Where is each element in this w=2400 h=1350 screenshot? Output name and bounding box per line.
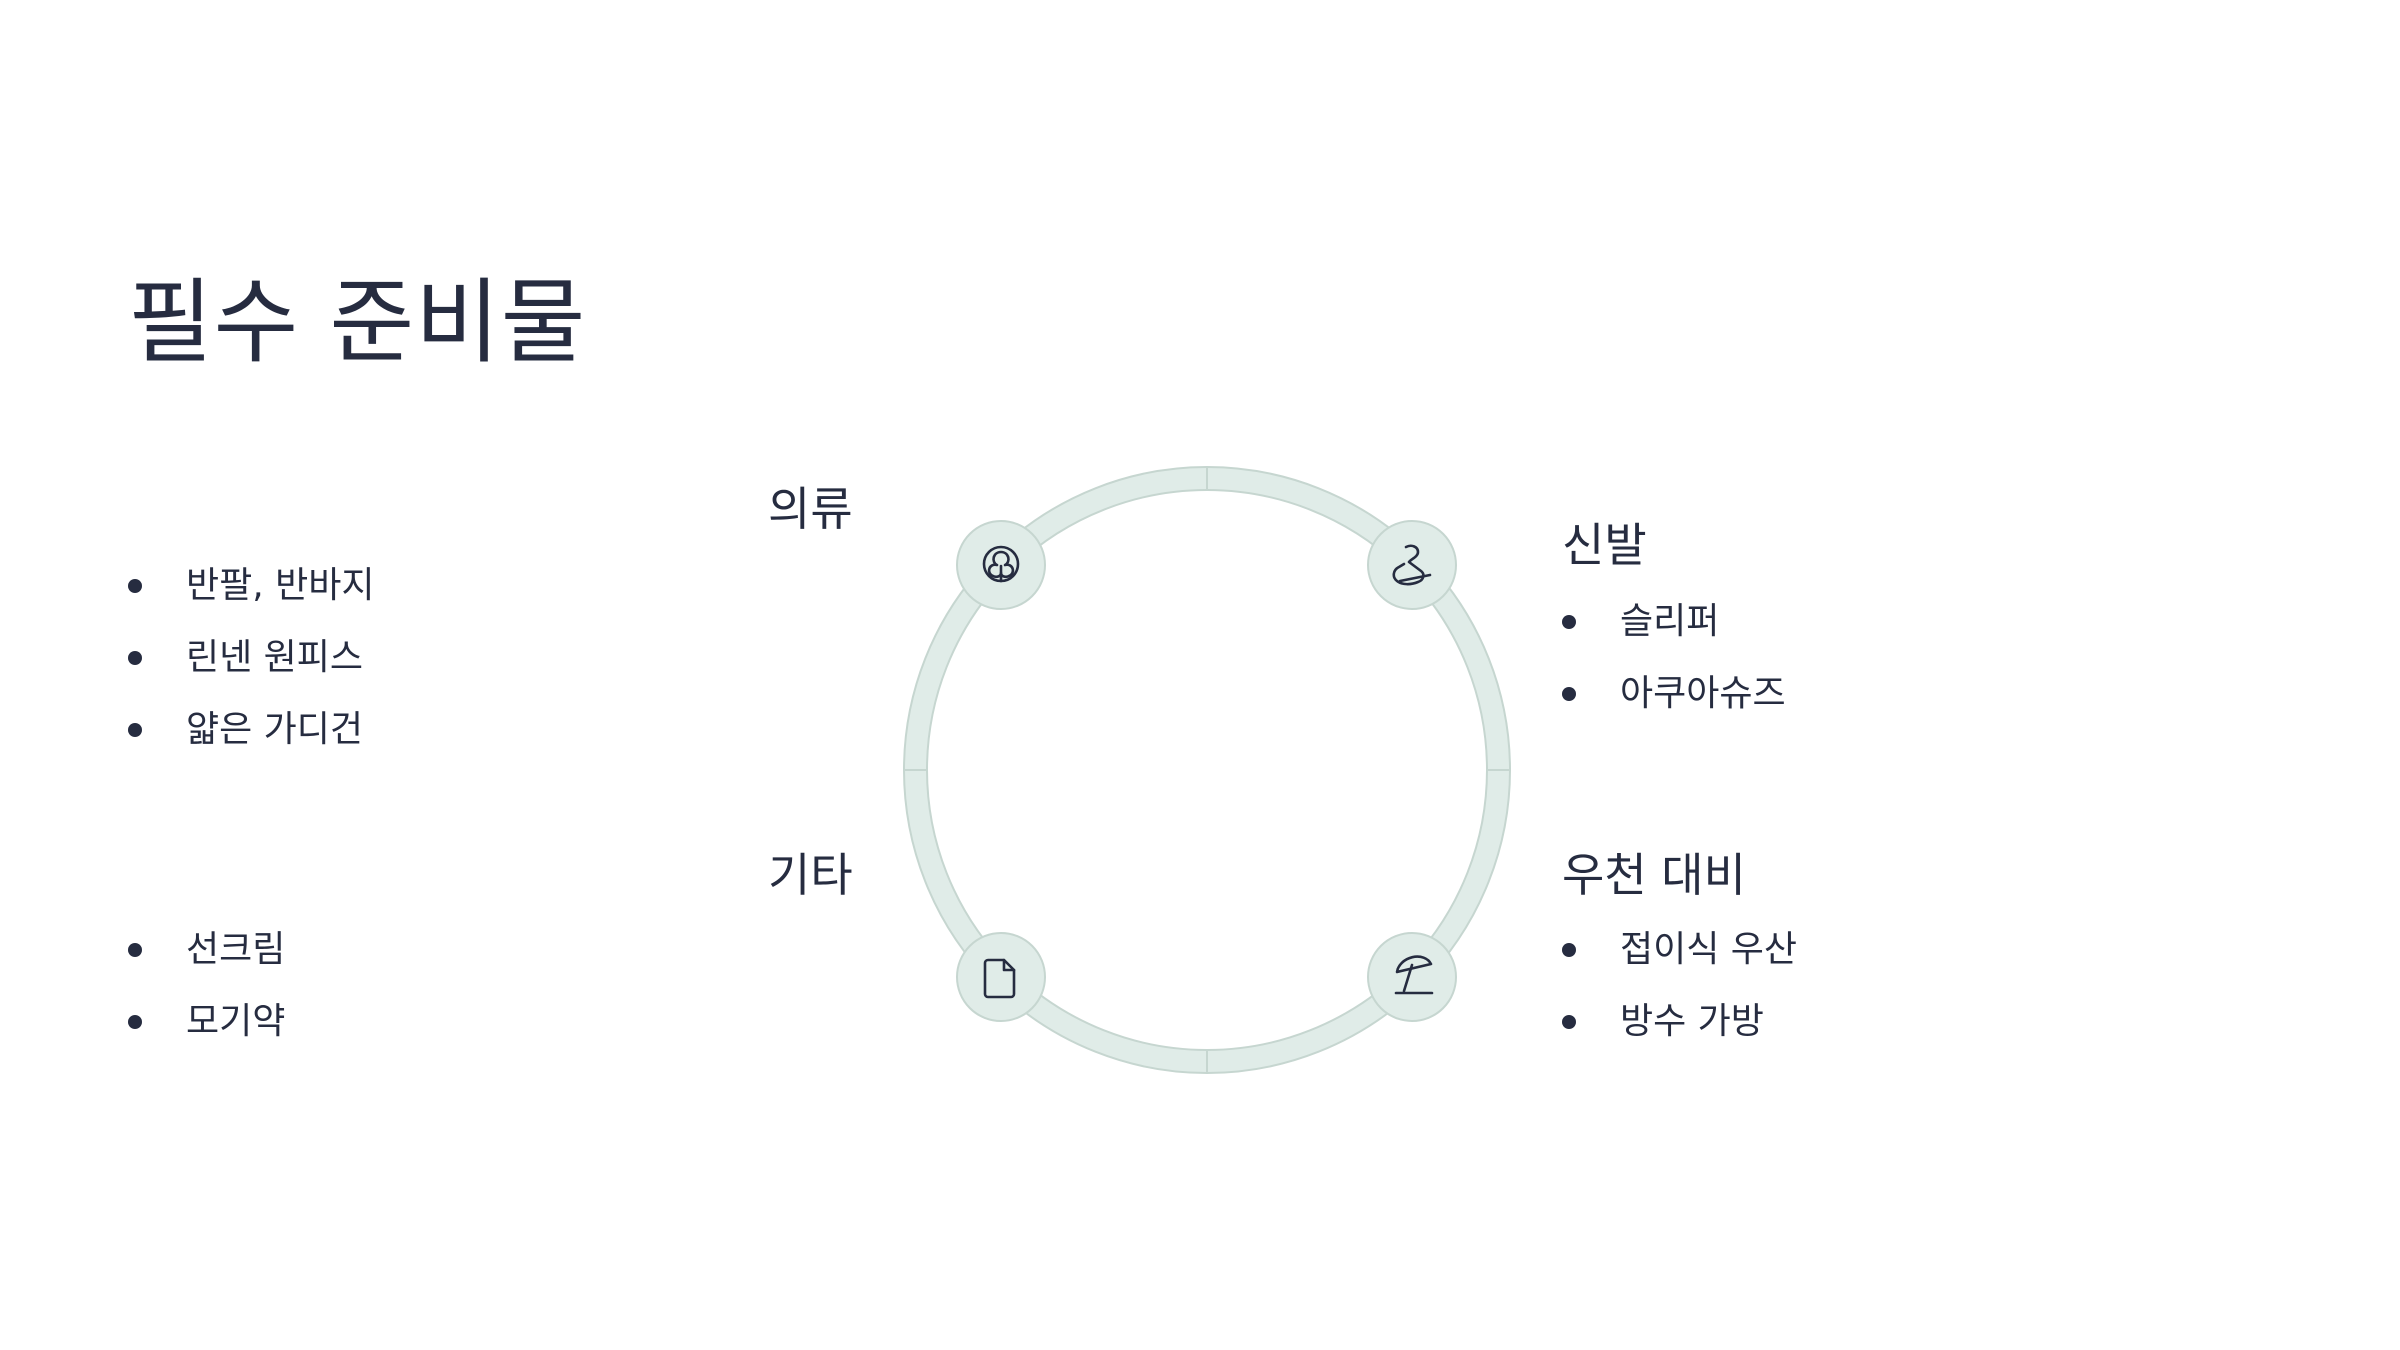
list-item: 반팔, 반바지	[128, 550, 375, 622]
category-label-clothing: 의류	[768, 482, 853, 536]
rain-list: 접이식 우산 방수 가방	[1562, 914, 1797, 1058]
list-item: 아쿠아슈즈	[1562, 658, 1786, 730]
list-item: 슬리퍼	[1562, 586, 1786, 658]
node-rain	[1367, 932, 1457, 1022]
sock-icon	[1392, 544, 1432, 586]
cotton-flower-icon	[982, 545, 1020, 583]
node-misc	[956, 932, 1046, 1022]
list-item: 얇은 가디건	[128, 694, 375, 766]
list-item: 접이식 우산	[1562, 914, 1797, 986]
category-label-rain: 우천 대비	[1562, 848, 1746, 902]
category-label-shoes: 신발	[1562, 518, 1647, 572]
list-item: 방수 가방	[1562, 986, 1797, 1058]
list-item: 린넨 원피스	[128, 622, 375, 694]
node-clothing	[956, 520, 1046, 610]
list-item: 모기약	[128, 986, 285, 1058]
category-label-misc: 기타	[768, 848, 853, 902]
document-icon	[983, 958, 1016, 999]
misc-list: 선크림 모기약	[128, 914, 285, 1058]
node-shoes	[1367, 520, 1457, 610]
list-item: 선크림	[128, 914, 285, 986]
shoes-list: 슬리퍼 아쿠아슈즈	[1562, 586, 1786, 730]
beach-umbrella-icon	[1394, 955, 1434, 995]
page-title: 필수 준비물	[128, 269, 587, 376]
clothing-list: 반팔, 반바지 린넨 원피스 얇은 가디건	[128, 550, 375, 766]
